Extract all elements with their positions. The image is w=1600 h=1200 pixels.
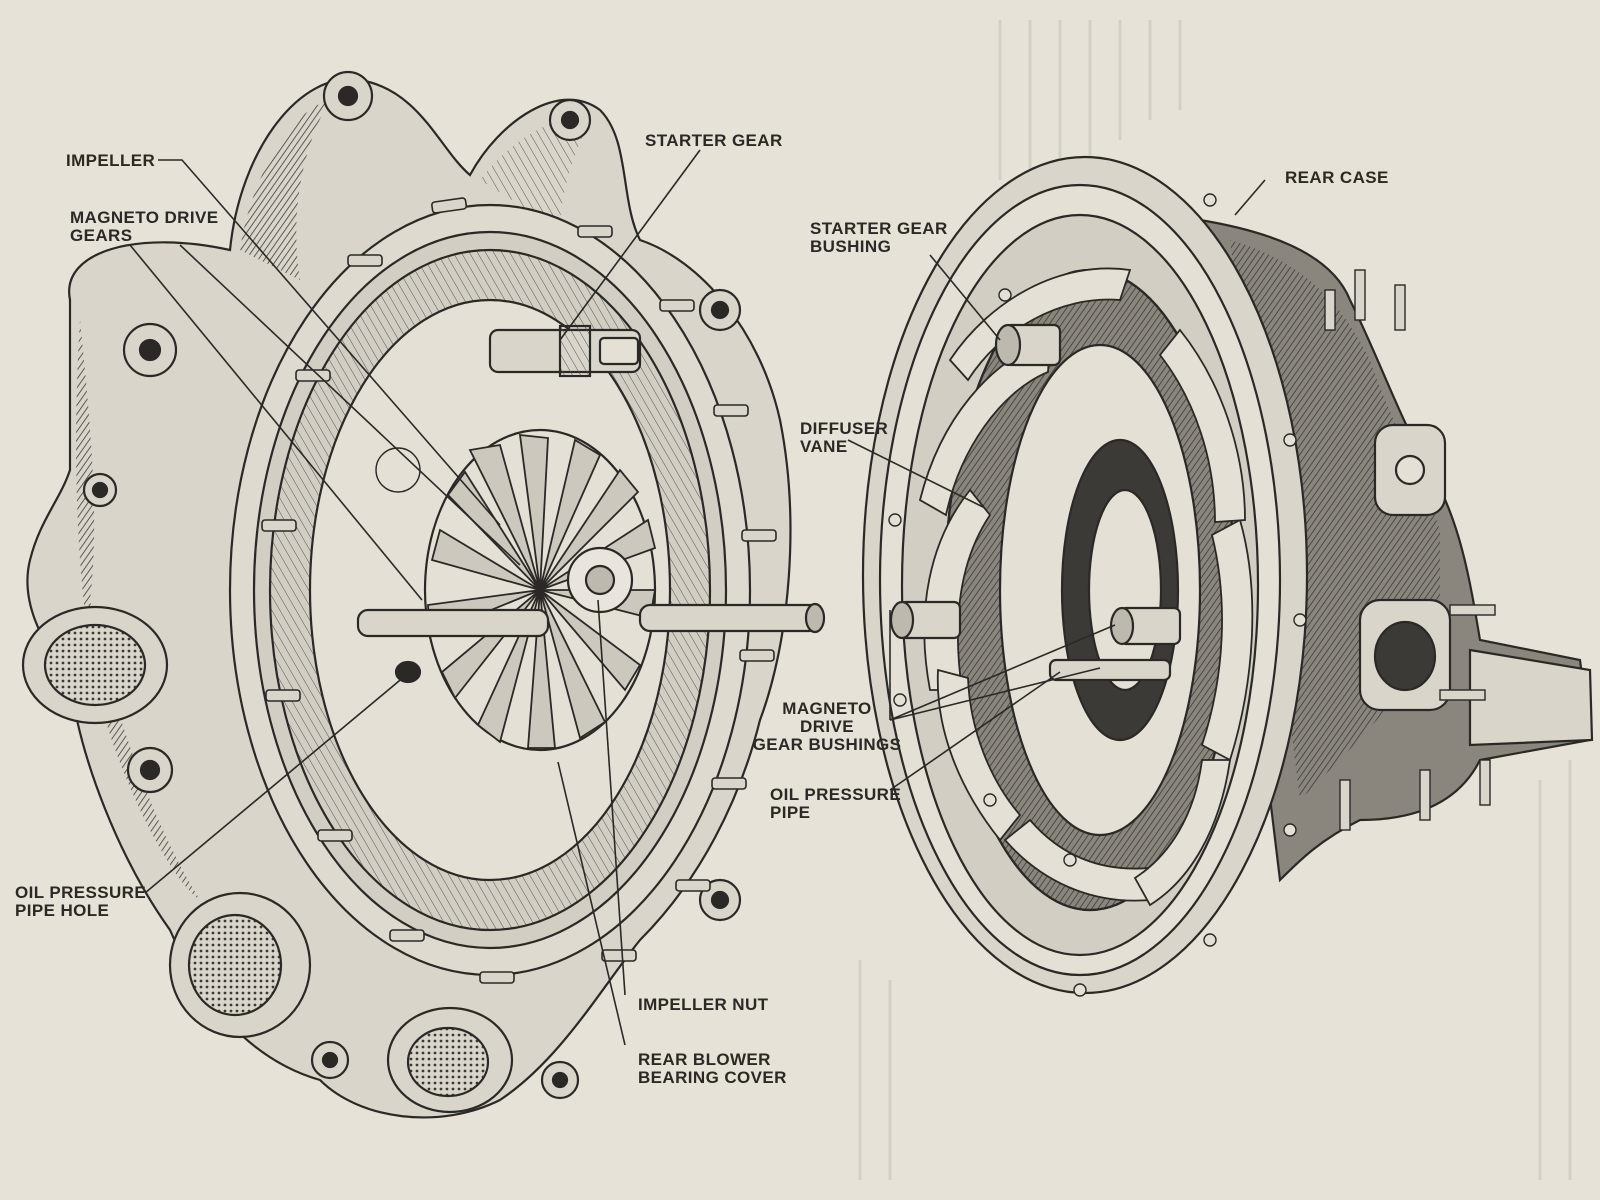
label-oil-pressure-pipe-hole: OIL PRESSURE PIPE HOLE — [15, 884, 146, 920]
starter-gear-shaft — [488, 324, 642, 378]
front-blower-housing — [21, 70, 826, 1119]
label-magneto-drive-gear-bushings-line: GEAR BUSHINGS — [752, 735, 902, 754]
label-magneto-drive-gears-line: MAGNETO DRIVE — [70, 208, 219, 227]
label-diffuser-vane-line: DIFFUSER — [800, 419, 889, 438]
diffuser-vanes — [918, 267, 1254, 907]
label-impeller-line: IMPELLER — [66, 151, 156, 170]
label-diffuser-vane: DIFFUSER VANE — [800, 420, 888, 456]
background-bleed-text — [858, 20, 1572, 1180]
label-impeller-nut-line: IMPELLER NUT — [638, 995, 769, 1014]
label-oil-pressure-pipe-hole-line: PIPE HOLE — [15, 901, 110, 920]
label-starter-gear-bushing-line: STARTER GEAR — [810, 219, 948, 238]
label-oil-pressure-pipe-line: PIPE — [770, 803, 811, 822]
magneto-drive-shaft — [356, 602, 826, 638]
label-starter-gear: STARTER GEAR — [645, 132, 783, 150]
label-magneto-drive-gears-line: GEARS — [70, 226, 133, 245]
leader-lines — [129, 149, 1266, 1046]
label-starter-gear-bushing: STARTER GEAR BUSHING — [810, 220, 948, 256]
label-magneto-drive-gear-bushings-line: DRIVE — [800, 717, 854, 736]
label-magneto-drive-gear-bushings-line: MAGNETO — [782, 699, 872, 718]
label-rear-blower-bearing-cover-line: BEARING COVER — [638, 1068, 787, 1087]
label-magneto-drive-gears: MAGNETO DRIVE GEARS — [70, 209, 218, 245]
label-rear-case: REAR CASE — [1285, 169, 1389, 187]
label-diffuser-vane-line: VANE — [800, 437, 848, 456]
label-impeller: IMPELLER — [66, 152, 155, 170]
rear-case-assembly — [861, 155, 1594, 997]
label-oil-pressure-pipe-line: OIL PRESSURE — [770, 785, 902, 804]
label-starter-gear-line: STARTER GEAR — [645, 131, 783, 150]
label-oil-pressure-pipe: OIL PRESSURE PIPE — [770, 786, 901, 822]
label-oil-pressure-pipe-hole-line: OIL PRESSURE — [15, 883, 147, 902]
label-magneto-drive-gear-bushings: MAGNETO DRIVE GEAR BUSHINGS — [752, 700, 902, 754]
label-rear-blower-bearing-cover: REAR BLOWER BEARING COVER — [638, 1051, 787, 1087]
label-rear-case-line: REAR CASE — [1285, 168, 1389, 187]
label-impeller-nut: IMPELLER NUT — [638, 996, 768, 1014]
bushings — [889, 323, 1182, 682]
label-rear-blower-bearing-cover-line: REAR BLOWER — [638, 1050, 771, 1069]
label-starter-gear-bushing-line: BUSHING — [810, 237, 892, 256]
